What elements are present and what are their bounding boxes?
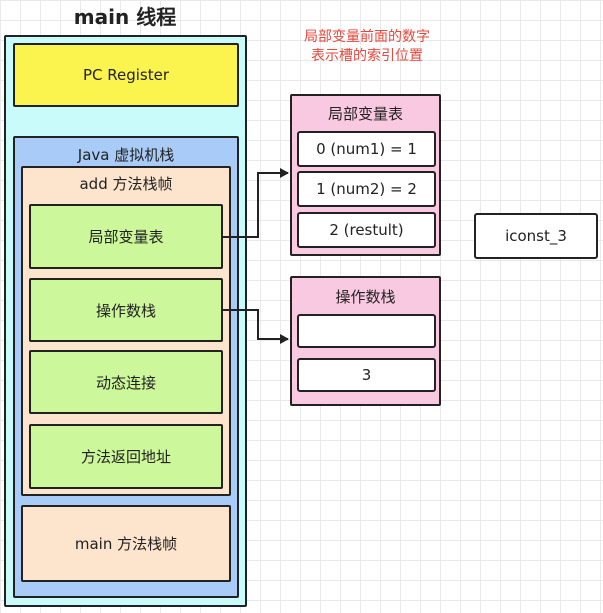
arrow-to-local-variable-table bbox=[223, 168, 289, 238]
note-line-2: 表示槽的索引位置 bbox=[311, 48, 423, 64]
add-method-frame-title: add 方法栈帧 bbox=[79, 175, 173, 193]
arrow-to-operand-stack bbox=[223, 309, 289, 344]
frame-local-variable-table: 局部变量表 bbox=[29, 204, 223, 269]
operand-stack-slot-top bbox=[297, 314, 436, 348]
operand-stack-title: 操作数栈 bbox=[335, 288, 396, 306]
local-variable-slot-0: 0 (num1) = 1 bbox=[297, 131, 436, 167]
operand-stack-slot-bottom: 3 bbox=[297, 358, 436, 392]
slot-index-note: 局部变量前面的数字 表示槽的索引位置 bbox=[262, 28, 472, 66]
java-vm-stack-title: Java 虚拟机栈 bbox=[77, 146, 175, 164]
pc-register: PC Register bbox=[13, 43, 239, 107]
local-variable-slot-1: 1 (num2) = 2 bbox=[297, 171, 436, 207]
instruction-iconst-3: iconst_3 bbox=[474, 213, 598, 259]
thread-title: main 线程 bbox=[73, 4, 177, 29]
frame-dynamic-linking: 动态连接 bbox=[29, 350, 223, 414]
main-method-frame: main 方法栈帧 bbox=[21, 505, 231, 582]
frame-return-address: 方法返回地址 bbox=[29, 424, 223, 489]
note-line-1: 局部变量前面的数字 bbox=[304, 29, 430, 45]
frame-operand-stack: 操作数栈 bbox=[29, 278, 223, 342]
local-variable-table-title: 局部变量表 bbox=[327, 105, 403, 123]
local-variable-slot-2: 2 (restult) bbox=[297, 212, 436, 248]
